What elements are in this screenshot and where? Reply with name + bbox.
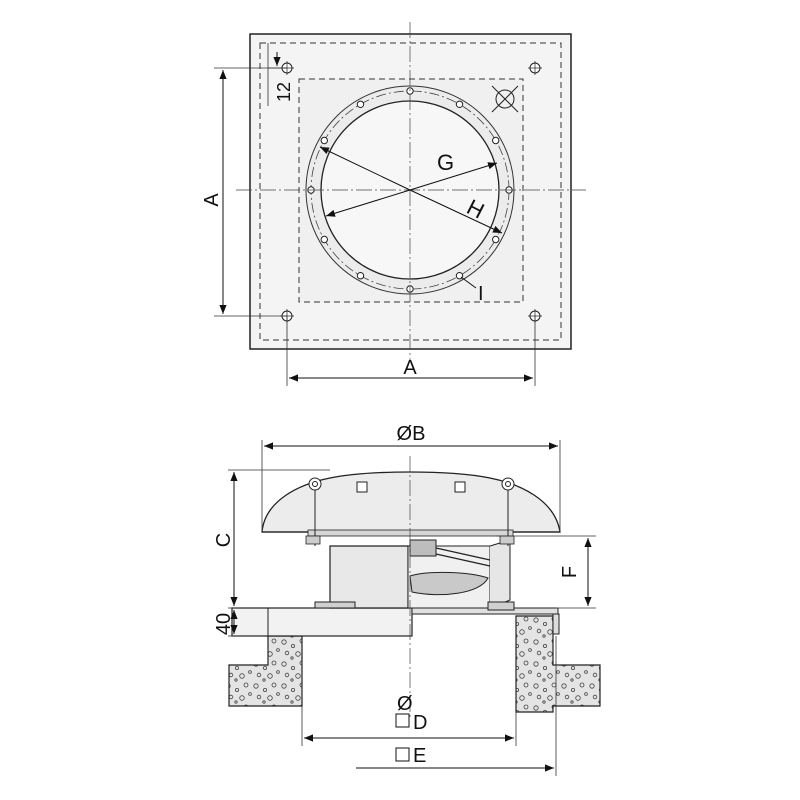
hood-bolts	[308, 477, 515, 493]
label-e: E	[413, 745, 426, 767]
top-view: G H I A A 12	[201, 22, 586, 386]
flange-bolt-hole	[320, 136, 328, 145]
fan-blade	[409, 571, 489, 596]
base-curb	[231, 607, 413, 637]
motor-body	[409, 539, 437, 557]
base-curb-right	[411, 607, 559, 615]
label-a-bottom: A	[403, 357, 417, 379]
label-c: C	[213, 533, 235, 547]
label-d: D	[413, 712, 427, 734]
roof-slab-left	[228, 635, 303, 707]
dimension-line-h	[319, 146, 411, 191]
hood-cap	[261, 471, 561, 533]
hood-flange	[307, 529, 514, 537]
label-d-prefix: Ø	[397, 693, 413, 715]
square-symbol-e	[395, 747, 410, 762]
dimension-line-h-rev	[409, 189, 503, 234]
dimension-line-g-rev	[325, 189, 411, 217]
flange-bolt-hole	[492, 136, 500, 145]
flange-bolt-hole	[356, 272, 365, 280]
flange-bolt-hole	[492, 235, 500, 244]
label-f: F	[559, 566, 581, 578]
label-i: I	[478, 283, 484, 305]
flange-bolt-hole	[356, 100, 365, 109]
side-view: ØB C 40 F Ø D E	[213, 423, 601, 776]
label-a-side: A	[201, 193, 223, 207]
base-plate-dashed-border	[259, 42, 562, 341]
inspection-port-icon	[491, 85, 519, 113]
label-g: G	[437, 150, 454, 175]
motor-housing	[329, 545, 409, 609]
flange-bolt-hole	[455, 100, 464, 109]
label-12: 12	[274, 82, 294, 102]
square-symbol-d	[395, 713, 410, 728]
dimension-line-g	[409, 162, 498, 191]
label-40: 40	[213, 613, 235, 635]
leader-i	[460, 276, 477, 289]
flange-bolt-hole	[320, 235, 328, 244]
label-diameter-b: ØB	[397, 423, 426, 445]
